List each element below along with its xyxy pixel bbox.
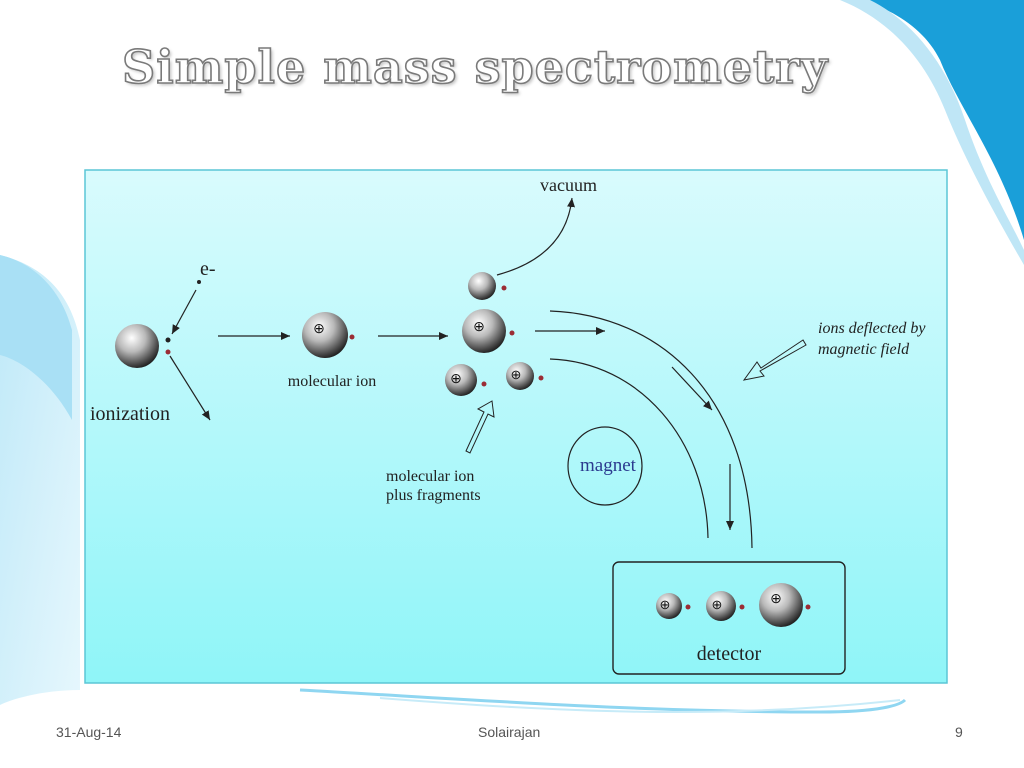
molecular-ion-large — [462, 309, 506, 353]
molecular-ion — [302, 312, 348, 358]
detector-ion-small — [656, 593, 682, 619]
detector-label: detector — [697, 643, 762, 665]
molecular-ion-label: molecular ion — [288, 373, 376, 390]
electron-dot-red — [509, 330, 515, 336]
slide-title: Simple mass spectrometry — [121, 39, 829, 95]
vacuum-arrow — [496, 197, 576, 276]
charge-symbol: ⊕ — [473, 318, 485, 334]
neutral-fragment — [468, 272, 496, 300]
fragment-ion-small — [445, 364, 477, 396]
charge-symbol: ⊕ — [511, 367, 522, 382]
slide-number: 9 — [955, 724, 963, 740]
left-swoosh-dark — [0, 255, 72, 420]
footer-author: Solairajan — [478, 724, 541, 740]
fragments-label-line1: molecular ion — [386, 468, 474, 485]
deflected-label-line2: magnetic field — [818, 341, 910, 358]
ejected-electron-arrow — [169, 355, 211, 421]
diagram-panel — [84, 169, 948, 684]
deflection-arrow-1 — [671, 366, 713, 411]
charge-symbol: ⊕ — [660, 597, 671, 612]
charge-symbol: ⊕ — [712, 597, 723, 612]
fragments-callout-arrow — [465, 400, 495, 454]
bottom-accent-line — [299, 688, 907, 714]
bottom-accent-line-2 — [379, 697, 901, 714]
charge-symbol: ⊕ — [450, 370, 462, 386]
footer-date: 31-Aug-14 — [56, 724, 122, 740]
electron-dot-red — [538, 375, 544, 381]
electron-dot-red — [805, 604, 811, 610]
electron-dot-red — [349, 334, 355, 340]
electron-label: e- — [200, 258, 216, 280]
flight-tube-inner — [549, 358, 709, 539]
deflected-label-line1: ions deflected by — [818, 320, 926, 337]
electron-dot — [165, 337, 171, 343]
detector-box — [612, 561, 846, 675]
incoming-electron — [197, 280, 201, 284]
deflection-callout-arrow — [742, 339, 807, 381]
neutral-molecule — [115, 324, 159, 368]
electron-dot-red — [501, 285, 507, 291]
electron-dot-red — [165, 349, 171, 355]
fragment-ion-medium — [506, 362, 534, 390]
incoming-electron-arrow — [171, 289, 197, 335]
vacuum-label: vacuum — [540, 175, 597, 195]
magnet-label: magnet — [580, 455, 637, 476]
electron-dot-red — [481, 381, 487, 387]
charge-symbol: ⊕ — [313, 320, 325, 336]
ionization-label: ionization — [90, 403, 170, 425]
detector-ion-large — [759, 583, 803, 627]
detector-ion-medium — [706, 591, 736, 621]
top-right-swoosh — [860, 0, 1024, 240]
fragments-label-line2: plus fragments — [386, 487, 481, 504]
electron-dot-red — [685, 604, 691, 610]
flight-tube-outer — [549, 310, 753, 549]
magnet-circle — [567, 426, 643, 506]
charge-symbol: ⊕ — [770, 590, 782, 606]
electron-dot-red — [739, 604, 745, 610]
